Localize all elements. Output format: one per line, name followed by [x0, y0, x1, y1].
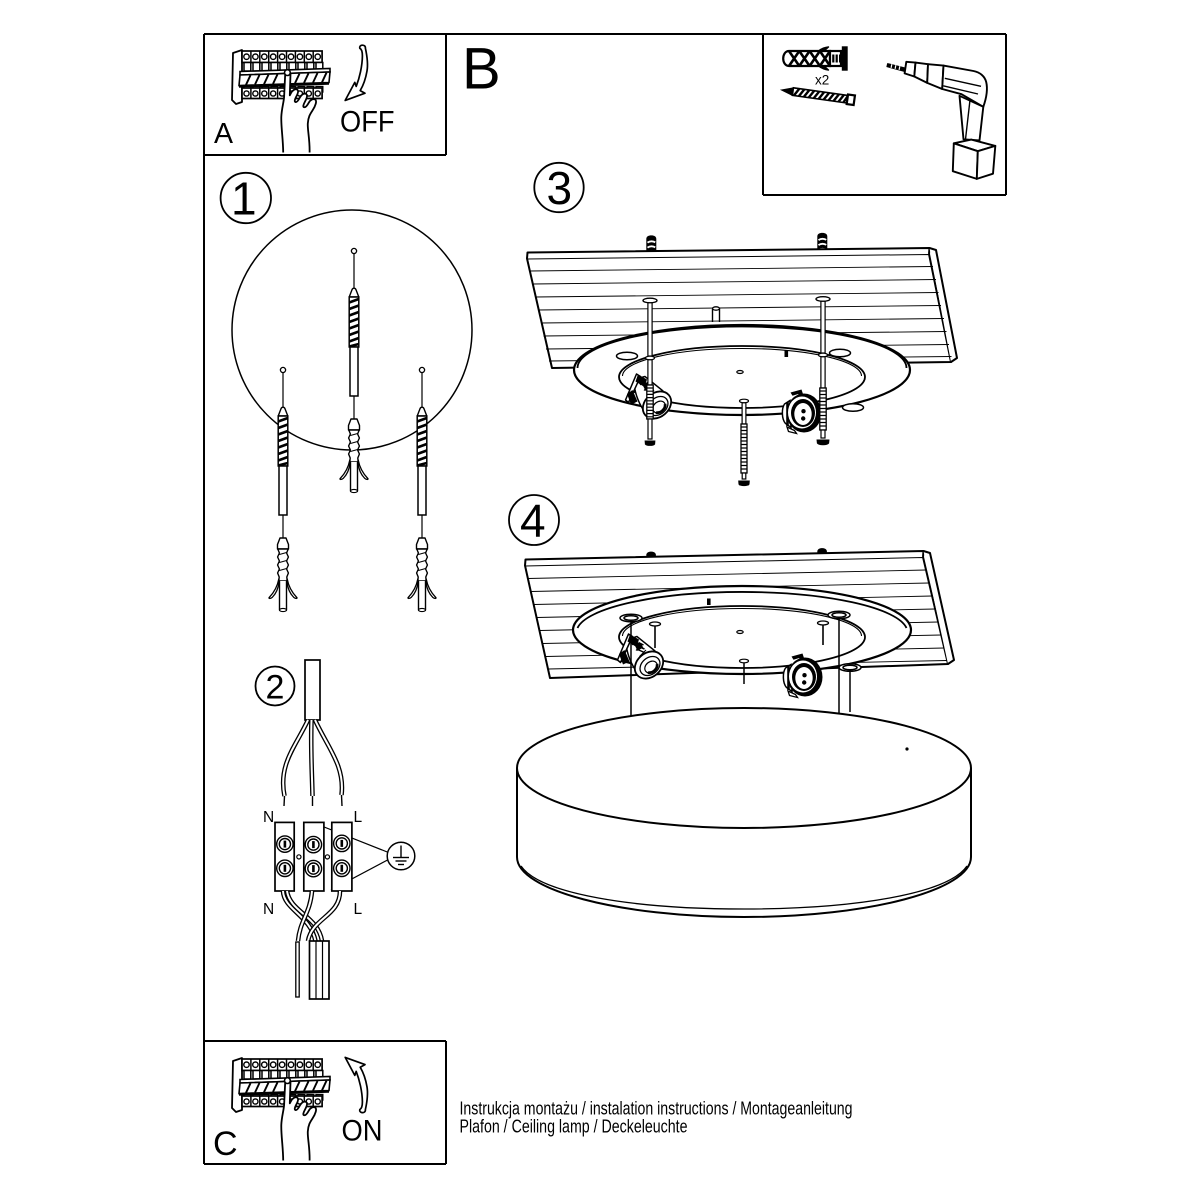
svg-text:N: N: [263, 901, 274, 918]
svg-text:ON: ON: [342, 1115, 383, 1148]
svg-text:A: A: [214, 118, 233, 150]
svg-text:4: 4: [520, 495, 546, 547]
svg-text:B: B: [462, 37, 501, 102]
svg-text:Instrukcja montażu / instalati: Instrukcja montażu / instalation instruc…: [460, 1099, 853, 1119]
svg-text:L: L: [354, 809, 363, 826]
svg-text:2: 2: [266, 669, 285, 707]
svg-text:N: N: [263, 809, 274, 826]
svg-text:Plafon / Ceiling lamp / Deckel: Plafon / Ceiling lamp / Deckeleuchte: [460, 1117, 688, 1137]
svg-text:L: L: [354, 901, 363, 918]
svg-text:C: C: [213, 1125, 238, 1163]
svg-text:x2: x2: [815, 73, 829, 88]
svg-text:3: 3: [547, 162, 573, 214]
svg-text:OFF: OFF: [340, 106, 395, 139]
svg-text:1: 1: [231, 173, 257, 225]
